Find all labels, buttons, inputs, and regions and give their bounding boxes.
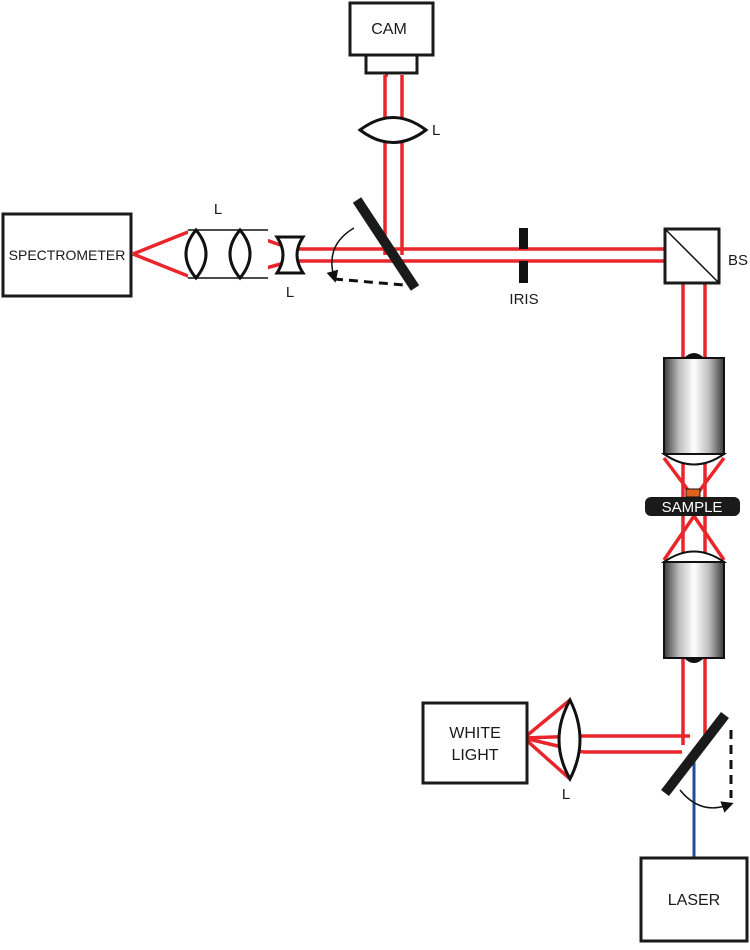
beam-splitter-label: BS [728,252,748,269]
concave-lens-label: L [286,284,294,301]
white-light-lens-label: L [562,786,570,803]
camera-label: CAM [371,21,407,38]
spectrometer: SPECTROMETER [1,212,133,298]
white-light-label-line1: WHITE [449,725,501,742]
sample: SAMPLE [645,488,740,516]
iris-label: IRIS [509,291,538,308]
spectrometer-lens-label: L [214,201,222,218]
camera-lens-label: L [432,122,440,139]
concave-lens: L [274,235,306,301]
white-light-label-line2: LIGHT [451,747,498,764]
sample-label: SAMPLE [662,499,723,516]
upper-objective [660,353,728,466]
spectrometer-label: SPECTROMETER [9,247,126,263]
lower-objective [660,550,728,663]
camera: CAM [348,1,435,75]
lower-flip-mirror [661,711,734,813]
laser-label: LASER [668,892,720,909]
camera-lens: L [357,116,440,144]
upper-flip-mirror [326,197,420,291]
laser: LASER [639,856,749,943]
spectrometer-lenses: L [184,201,268,281]
white-light-source: WHITE LIGHT [421,701,529,785]
beam-splitter: BS [663,227,748,285]
iris: IRIS [509,228,539,308]
white-light-lens: L [557,696,582,803]
